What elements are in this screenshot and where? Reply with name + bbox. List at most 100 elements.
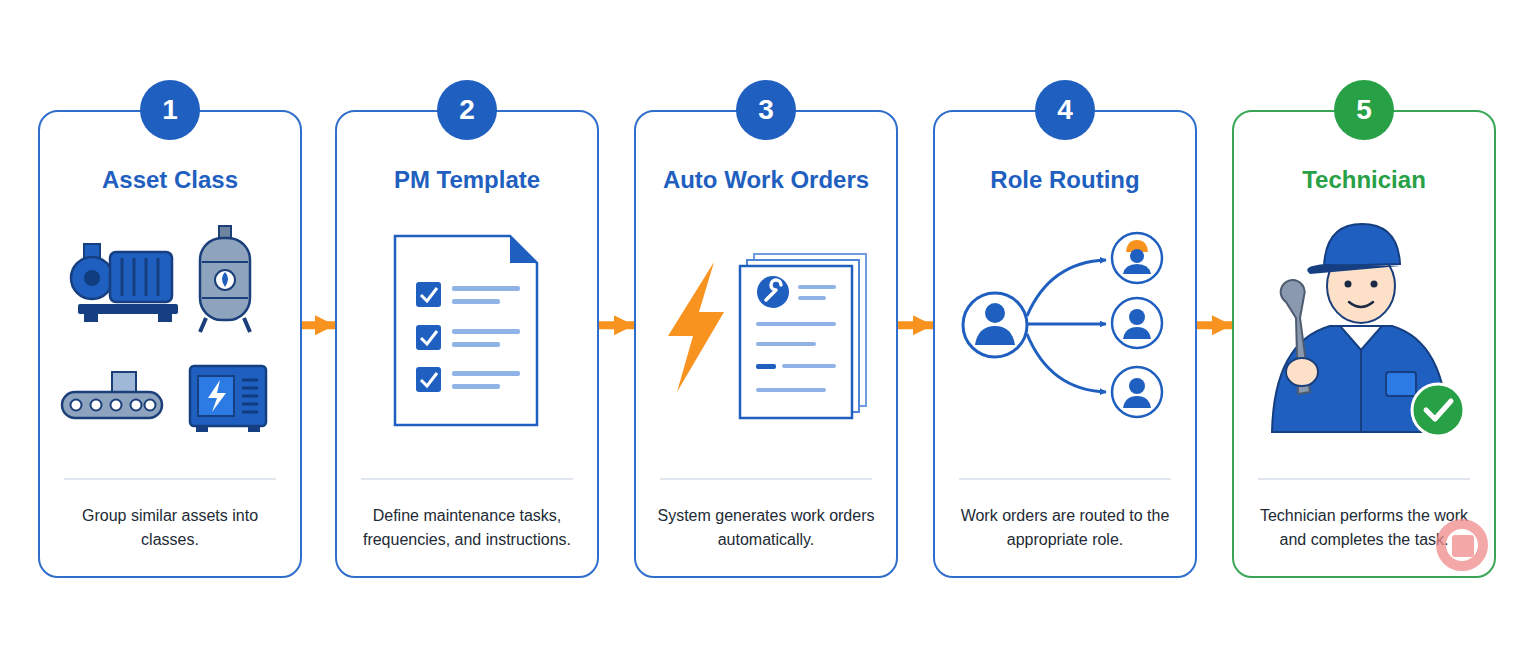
step-title: Role Routing (935, 166, 1195, 194)
step-description: Group similar assets into classes. (56, 504, 284, 552)
dispatcher-circle (963, 293, 1027, 357)
pump-foot (158, 314, 172, 322)
cap-brim (1307, 264, 1400, 274)
person-body (1123, 396, 1151, 408)
technician-face (1327, 249, 1395, 323)
card-divider (361, 478, 573, 480)
pump-base (78, 304, 178, 314)
step-number-circle: 5 (1334, 80, 1394, 140)
text-line (756, 388, 826, 392)
step-card: PM TemplateDefine maintenance tasks, fre… (335, 110, 599, 578)
step-number: 3 (736, 80, 796, 140)
conveyor-box (112, 372, 136, 392)
tank-body (200, 238, 250, 320)
motor-fins (122, 258, 158, 296)
technician-smile (1349, 302, 1373, 307)
step-number: 4 (1035, 80, 1095, 140)
person-head (985, 303, 1005, 323)
step-number-circle: 1 (140, 80, 200, 140)
checkbox (416, 282, 441, 307)
route-arrow (1027, 334, 1106, 392)
person-body (975, 326, 1015, 345)
pump-hub (84, 270, 100, 286)
card-divider (660, 478, 872, 480)
text-line (452, 299, 500, 304)
work-order-stack (740, 254, 866, 418)
card-divider (959, 478, 1171, 480)
tank-icon (200, 226, 250, 332)
step-title: PM Template (337, 166, 597, 194)
role-circle (1112, 233, 1162, 283)
step-title: Auto Work Orders (636, 166, 896, 194)
step-number-circle: 3 (736, 80, 796, 140)
flow-arrow (599, 321, 634, 329)
check-mark (421, 331, 437, 344)
routing-icon (963, 233, 1162, 417)
step-number-circle: 4 (1035, 80, 1095, 140)
lightning-bolt (668, 262, 724, 392)
wrench-badge (757, 276, 789, 308)
step-title: Asset Class (40, 166, 300, 194)
watermark-ring (1441, 524, 1483, 566)
text-line (756, 364, 776, 369)
step-description: Work orders are routed to the appropriat… (951, 504, 1179, 552)
technician-cap (1324, 224, 1400, 266)
conveyor-icon (62, 372, 162, 418)
checkbox (416, 367, 441, 392)
text-line (782, 364, 836, 368)
wrench-tool (1281, 280, 1310, 394)
step-description: Define maintenance tasks, frequencies, a… (353, 504, 581, 552)
technician-eye (1345, 281, 1352, 288)
document-sheet (754, 254, 866, 406)
generator-icon (190, 366, 266, 432)
flow-arrow (302, 321, 335, 329)
text-line (452, 342, 500, 347)
generator-panel (198, 376, 234, 416)
document-sheet (395, 236, 537, 425)
step-number: 5 (1334, 80, 1394, 140)
step-title: Technician (1234, 166, 1494, 194)
conveyor-roller (131, 400, 142, 411)
technician-pocket (1386, 372, 1416, 396)
tank-seams (202, 262, 248, 298)
step-card: TechnicianTechnician performs the work a… (1232, 110, 1496, 578)
conveyor-roller (91, 400, 102, 411)
person-head (1129, 309, 1145, 325)
text-line (452, 384, 500, 389)
technician-body (1272, 326, 1448, 432)
document-corner (510, 236, 537, 263)
checkbox (416, 325, 441, 350)
person-body (1123, 327, 1151, 339)
document-sheet (740, 266, 852, 418)
step-description: Technician performs the work and complet… (1250, 504, 1478, 552)
pump-icon (71, 244, 178, 322)
step-card: Role RoutingWork orders are routed to th… (933, 110, 1197, 578)
tank-emblem (215, 270, 235, 290)
check-mark (421, 288, 437, 301)
watermark-grid (1452, 535, 1474, 557)
text-line (452, 286, 520, 291)
text-line (798, 285, 836, 289)
technician-hand (1286, 358, 1318, 386)
role-circle (1112, 298, 1162, 348)
card-divider (1258, 478, 1470, 480)
generator-foot (248, 426, 260, 432)
conveyor-roller (71, 400, 82, 411)
conveyor-belt (62, 392, 162, 418)
text-line (756, 342, 816, 346)
pump-volute (71, 257, 113, 299)
tank-leaf (222, 272, 228, 287)
flow-arrow (1197, 321, 1232, 329)
person-head (1130, 249, 1144, 263)
step-card: Auto Work OrdersSystem generates work or… (634, 110, 898, 578)
pump-nozzle (84, 244, 100, 258)
person-head (1129, 378, 1145, 394)
flow-arrow (898, 321, 933, 329)
generator-vents (242, 380, 258, 412)
step-card: Asset ClassGroup similar assets into cla… (38, 110, 302, 578)
generator-body (190, 366, 266, 426)
check-mark (421, 373, 437, 386)
text-line (452, 329, 520, 334)
template-document (395, 236, 537, 425)
